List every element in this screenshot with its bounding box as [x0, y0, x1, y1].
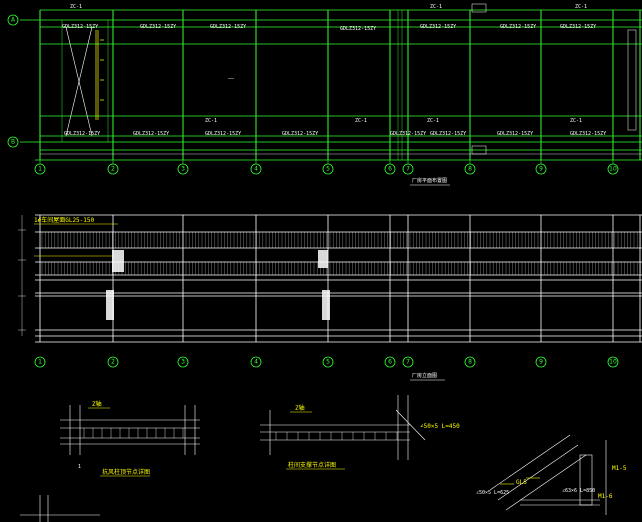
detail-3-spec-e: M1-6 [598, 493, 613, 500]
plan-axis-bubble [107, 163, 119, 175]
plan-top-label: ZC-1 [575, 4, 587, 10]
plan-bottom-label: GDLZ312-15ZY [570, 131, 606, 137]
plan-axis-label: 3 [181, 166, 185, 173]
plan-top-label: GDLZ312-15ZY [62, 24, 98, 30]
plan-axis-bubble [384, 163, 396, 175]
plan-axis-bubble [322, 163, 334, 175]
elevation-axis-bubble [34, 356, 46, 368]
plan-center-mark: —— [228, 76, 235, 82]
detail-3-label: GL5 [516, 479, 527, 486]
elevation-axis-bubble [607, 356, 619, 368]
detail-1-title: 抗风柱顶节点详图 [102, 468, 150, 476]
elevation-roof-note: 1#车间屋面GL25-150 [34, 216, 95, 224]
elevation-axis-label: 8 [468, 359, 472, 366]
detail-2-spec: ∠50×5 L=450 [420, 423, 460, 430]
elevation-axis-label: 2 [111, 359, 115, 366]
plan-title: 厂房平面布置图 [412, 177, 447, 184]
elevation-title: 厂房立面图 [412, 372, 437, 379]
plan-axis-bubble [535, 163, 547, 175]
plan-axis-bubble [607, 163, 619, 175]
plan-bottom-label: GDLZ312-15ZY [430, 131, 466, 137]
elevation-view: 1#车间屋面GL25-150 1 2 3 4 5 6 7 8 9 10 厂房立面图 [18, 214, 642, 381]
plan-bottom-label: ZC-1 [427, 118, 439, 124]
plan-axis-label: 8 [468, 166, 472, 173]
detail-3-spec-b: ∠63×6 L=850 [562, 488, 595, 494]
elevation-axis-bubble [107, 356, 119, 368]
plan-bottom-label: GDLZ312-15ZY [282, 131, 318, 137]
elevation-axis-label: 7 [406, 359, 410, 366]
elevation-axis-bubble [250, 356, 262, 368]
elevation-axis-label: 5 [326, 359, 330, 366]
row-axis-label-a: A [11, 17, 16, 24]
detail-2-axis-label: Z轴 [295, 404, 305, 412]
plan-axis-label: 5 [326, 166, 330, 173]
plan-axis-bubble [464, 163, 476, 175]
detail-1: Z轴 1 抗风柱顶节点详图 [60, 400, 200, 477]
plan-top-label: GDLZ312-15ZY [340, 26, 376, 32]
plan-top-label: GDLZ312-15ZY [140, 24, 176, 30]
plan-axis-label: 2 [111, 166, 115, 173]
elevation-axis-label: 9 [539, 359, 543, 366]
detail-1-callout: 1 [78, 464, 81, 470]
plan-bottom-label: GDLZ312-15ZY [133, 131, 169, 137]
elevation-axis-bubble [535, 356, 547, 368]
plan-bottom-label: ZC-1 [355, 118, 367, 124]
detail-1-axis-label: Z轴 [92, 400, 102, 408]
detail-3: ∠50×5 L=625 GL5 ∠63×6 L=850 M1-5 M1-6 [476, 434, 627, 515]
plan-axis-bubble [250, 163, 262, 175]
elevation-axis-bubble [322, 356, 334, 368]
plan-axis-label: 6 [388, 166, 392, 173]
plan-axis-label: 9 [539, 166, 543, 173]
plan-axis-label: 4 [254, 166, 258, 173]
detail-3-spec-d: M1-5 [612, 465, 627, 472]
elevation-axis-label: 1 [38, 359, 42, 366]
plan-axis-bubble [177, 163, 189, 175]
plan-bottom-label: GDLZ312-15ZY [205, 131, 241, 137]
elevation-axis-bubble [402, 356, 414, 368]
plan-top-label: ZC-1 [70, 4, 82, 10]
elevation-axis-label: 10 [609, 359, 617, 366]
plan-axis-bubble [34, 163, 46, 175]
plan-top-label: GDLZ312-15ZY [420, 24, 456, 30]
plan-top-label: GDLZ312-15ZY [500, 24, 536, 30]
elevation-axis-label: 3 [181, 359, 185, 366]
detail-2-title: 柱间支撑节点详图 [288, 461, 336, 469]
row-axis-label-b: B [11, 139, 15, 146]
elevation-axis-label: 4 [254, 359, 258, 366]
detail-2: Z轴 ∠50×5 L=450 柱间支撑节点详图 [260, 395, 460, 470]
plan-axis-label: 7 [406, 166, 410, 173]
elevation-axis-bubble [177, 356, 189, 368]
plan-axis-label: 1 [38, 166, 42, 173]
plan-top-label: ZC-1 [430, 4, 442, 10]
detail-4-partial [20, 495, 100, 522]
plan-bottom-label: ZC-1 [570, 118, 582, 124]
elevation-axis-bubble [464, 356, 476, 368]
elevation-axis-label: 6 [388, 359, 392, 366]
plan-top-label: GDLZ312-15ZY [560, 24, 596, 30]
elevation-axis-bubble [384, 356, 396, 368]
plan-axis-label: 10 [609, 166, 617, 173]
detail-3-spec-a: ∠50×5 L=625 [476, 490, 509, 496]
plan-bottom-label: GDLZ312-15ZY [390, 131, 426, 137]
plan-axis-bubble [402, 163, 414, 175]
plan-bottom-label: GDLZ312-15ZY [497, 131, 533, 137]
plan-bottom-label: ZC-1 [205, 118, 217, 124]
plan-bottom-label: GDLZ312-15ZY [64, 131, 100, 137]
plan-top-label: GDLZ312-15ZY [210, 24, 246, 30]
